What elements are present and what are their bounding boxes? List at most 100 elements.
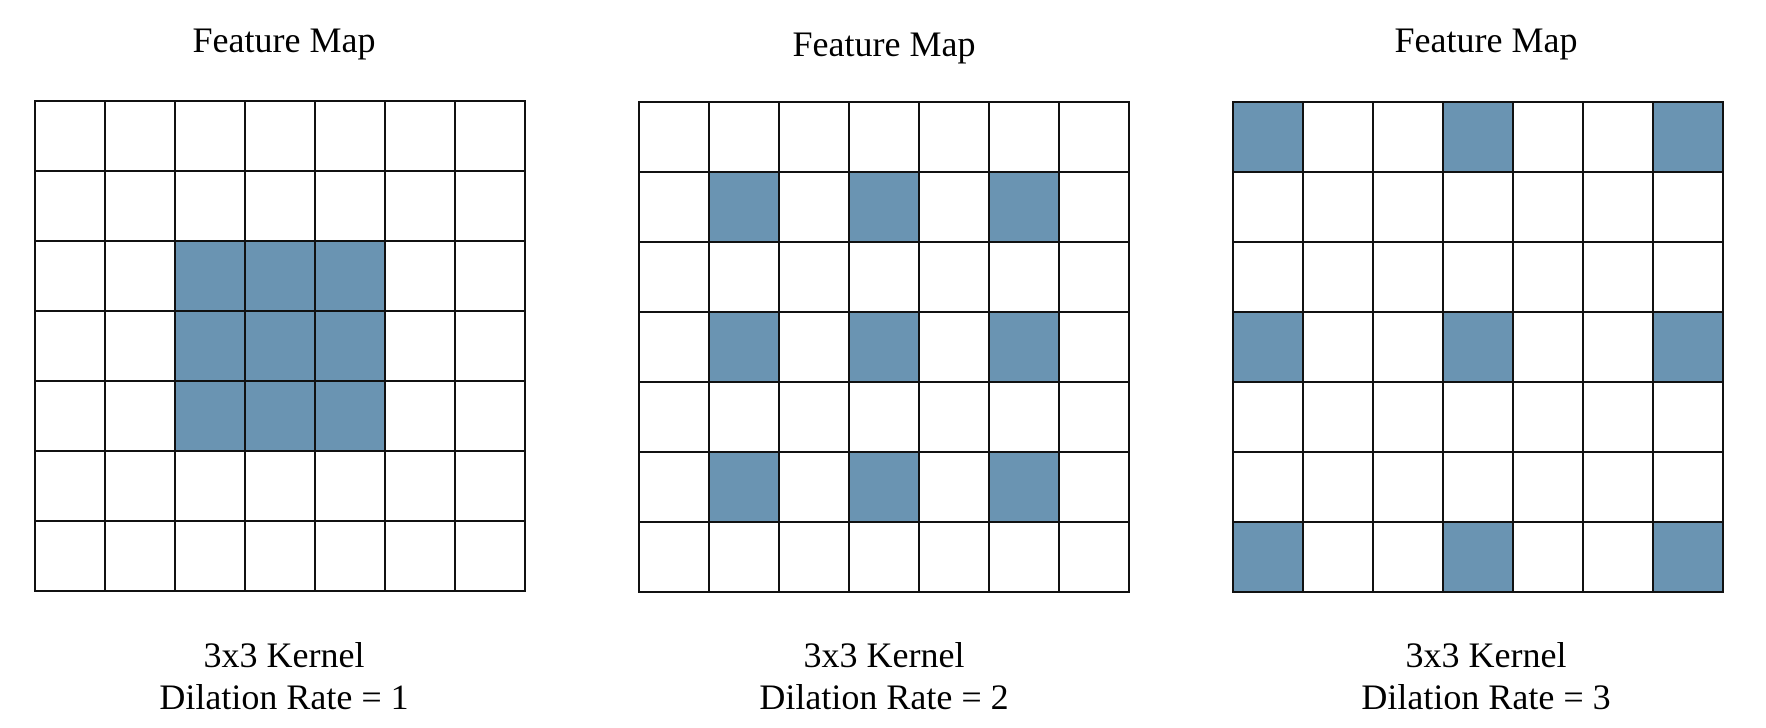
kernel-cell <box>176 242 246 312</box>
grid-cell <box>780 243 850 313</box>
grid-cell <box>990 103 1060 173</box>
grid-cell <box>106 102 176 172</box>
grid-cell <box>920 243 990 313</box>
grid-cell <box>710 523 780 593</box>
grid-cell <box>710 383 780 453</box>
grid-cell <box>1304 243 1374 313</box>
grid-cell <box>1304 383 1374 453</box>
kernel-cell <box>176 382 246 452</box>
caption-dilation-label: Dilation Rate = 2 <box>759 677 1009 717</box>
grid-cell <box>1514 313 1584 383</box>
grid-cell <box>1374 453 1444 523</box>
kernel-cell <box>1234 523 1304 593</box>
grid-cell <box>1234 383 1304 453</box>
kernel-cell <box>990 453 1060 523</box>
grid-cell <box>640 243 710 313</box>
grid-cell <box>780 383 850 453</box>
grid-cell <box>640 173 710 243</box>
grid-cell <box>456 242 526 312</box>
grid-cell <box>1060 453 1130 523</box>
grid-cell <box>456 382 526 452</box>
grid-cell <box>850 103 920 173</box>
caption-kernel-label: 3x3 Kernel <box>1405 635 1567 675</box>
grid-cell <box>36 102 106 172</box>
grid-cell <box>176 522 246 592</box>
panel-caption: 3x3 Kernel Dilation Rate = 2 <box>614 634 1154 718</box>
grid-cell <box>106 172 176 242</box>
grid-cell <box>920 523 990 593</box>
grid-cell <box>1444 383 1514 453</box>
panel-dilation-2: Feature Map 3x3 Kernel Dilation Rate = 2 <box>614 0 1154 728</box>
grid-cell <box>106 522 176 592</box>
grid-cell <box>36 312 106 382</box>
grid-cell <box>1654 243 1724 313</box>
grid-cell <box>1060 313 1130 383</box>
panel-caption: 3x3 Kernel Dilation Rate = 1 <box>14 634 554 718</box>
caption-dilation-label: Dilation Rate = 3 <box>1361 677 1611 717</box>
grid-cell <box>780 103 850 173</box>
grid-cell <box>316 452 386 522</box>
kernel-cell <box>1444 523 1514 593</box>
grid-cell <box>456 102 526 172</box>
grid-cell <box>1654 173 1724 243</box>
feature-map-grid <box>1232 101 1724 593</box>
grid-cell <box>456 522 526 592</box>
grid-cell <box>1234 453 1304 523</box>
grid-cell <box>386 242 456 312</box>
grid-cell <box>1584 453 1654 523</box>
grid-cell <box>456 172 526 242</box>
grid-cell <box>640 103 710 173</box>
grid-cell <box>920 383 990 453</box>
grid-cell <box>1374 313 1444 383</box>
grid-cell <box>920 453 990 523</box>
grid-cell <box>1514 453 1584 523</box>
grid-cell <box>1444 453 1514 523</box>
grid-cell <box>316 172 386 242</box>
grid-cell <box>1304 523 1374 593</box>
grid-cell <box>1304 313 1374 383</box>
kernel-cell <box>710 313 780 383</box>
kernel-cell <box>990 313 1060 383</box>
kernel-cell <box>1444 103 1514 173</box>
grid-cell <box>246 172 316 242</box>
kernel-cell <box>316 242 386 312</box>
grid-cell <box>1584 173 1654 243</box>
grid-cell <box>36 452 106 522</box>
grid-cell <box>920 103 990 173</box>
grid-cell <box>710 103 780 173</box>
grid-cell <box>1060 103 1130 173</box>
grid-cell <box>386 452 456 522</box>
kernel-cell <box>990 173 1060 243</box>
grid-cell <box>1654 383 1724 453</box>
grid-cell <box>386 172 456 242</box>
grid-cell <box>1060 243 1130 313</box>
grid-cell <box>780 453 850 523</box>
panel-dilation-1: Feature Map 3x3 Kernel Dilation Rate = 1 <box>14 0 554 728</box>
panel-dilation-3: Feature Map 3x3 Kernel Dilation Rate = 3 <box>1216 0 1756 728</box>
kernel-cell <box>1234 103 1304 173</box>
grid-cell <box>1514 103 1584 173</box>
grid-cell <box>1374 243 1444 313</box>
grid-cell <box>850 383 920 453</box>
grid-cell <box>36 242 106 312</box>
kernel-cell <box>316 382 386 452</box>
grid-cell <box>1304 103 1374 173</box>
grid-cell <box>106 382 176 452</box>
grid-cell <box>640 383 710 453</box>
grid-cell <box>1444 173 1514 243</box>
grid-cell <box>246 522 316 592</box>
grid-cell <box>1444 243 1514 313</box>
grid-cell <box>1584 523 1654 593</box>
grid-cell <box>640 453 710 523</box>
kernel-cell <box>710 173 780 243</box>
grid-cell <box>1234 243 1304 313</box>
kernel-cell <box>1654 103 1724 173</box>
kernel-cell <box>1654 313 1724 383</box>
panel-title: Feature Map <box>1394 20 1578 60</box>
grid-cell <box>710 243 780 313</box>
grid-cell <box>36 172 106 242</box>
grid-cell <box>1304 453 1374 523</box>
grid-cell <box>1584 313 1654 383</box>
grid-cell <box>1514 243 1584 313</box>
grid-cell <box>456 312 526 382</box>
